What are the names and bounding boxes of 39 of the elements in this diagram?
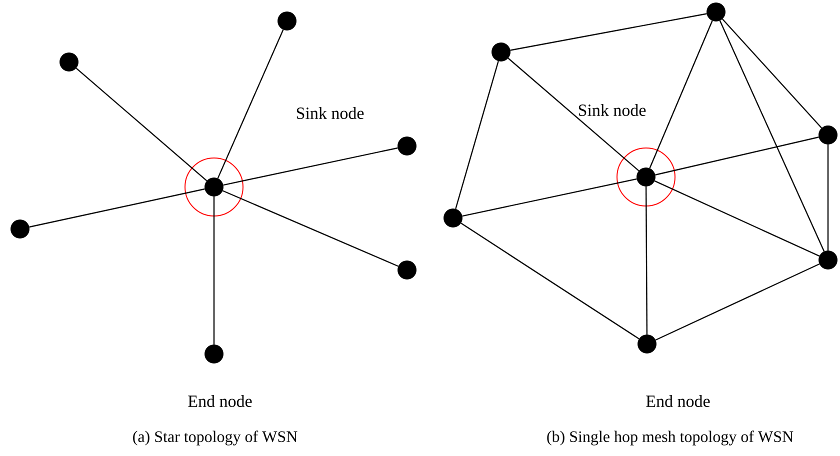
link-line <box>649 20 713 168</box>
link-line <box>827 144 829 250</box>
network-node <box>10 220 30 238</box>
link-line <box>510 13 707 51</box>
link-line <box>455 60 499 210</box>
network-node <box>636 168 656 186</box>
network-node <box>60 52 78 72</box>
network-node <box>204 178 224 196</box>
link-line <box>76 68 208 182</box>
link-line <box>645 186 648 334</box>
network-node <box>638 334 656 354</box>
network-node <box>398 136 416 156</box>
network-node <box>492 42 510 62</box>
network-node <box>278 12 296 30</box>
sink-label: Sink node <box>296 107 364 119</box>
link-line <box>722 18 822 128</box>
link-line <box>460 222 640 340</box>
sink-label: Sink node <box>578 104 646 116</box>
subfigure-caption: (a) Star topology of WSN <box>133 430 298 446</box>
link-line <box>213 196 215 344</box>
link-line <box>655 136 819 176</box>
link-line <box>462 178 637 217</box>
link-line <box>222 190 399 267</box>
link-line <box>719 20 825 252</box>
link-line <box>655 263 820 341</box>
link-line <box>654 180 820 257</box>
network-node <box>398 260 416 280</box>
link-line <box>223 147 398 186</box>
network-node <box>818 250 838 270</box>
network-node <box>444 208 462 228</box>
network-node <box>706 2 726 22</box>
end-label: End node <box>188 395 252 407</box>
link-line <box>29 188 205 228</box>
end-label: End node <box>646 395 710 407</box>
network-node <box>818 126 838 144</box>
link-line <box>508 58 640 172</box>
network-node <box>204 344 224 364</box>
link-line <box>217 29 284 179</box>
subfigure-caption: (b) Single hop mesh topology of WSN <box>547 430 794 446</box>
